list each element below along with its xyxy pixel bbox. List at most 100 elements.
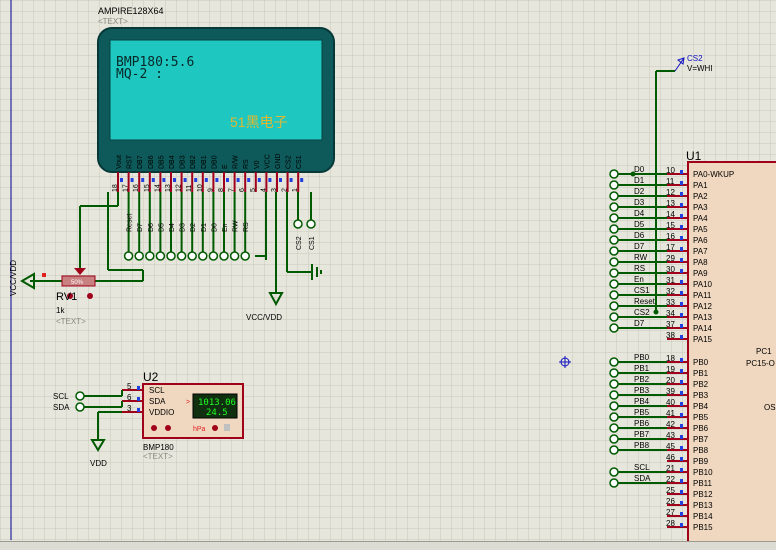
mcu-pin-label: PA0-WKUP xyxy=(693,170,734,179)
net-terminal[interactable] xyxy=(609,467,619,477)
net-terminal[interactable] xyxy=(208,251,219,261)
net-terminal[interactable] xyxy=(609,412,619,422)
pin-marker xyxy=(204,178,208,182)
net-terminal[interactable] xyxy=(609,323,619,333)
vcc-terminal-bottom[interactable]: VCC/VDD xyxy=(246,292,284,322)
net-terminal[interactable] xyxy=(609,257,619,267)
bmp-display xyxy=(192,393,238,419)
lcd-pin-label: DB0 xyxy=(211,155,218,169)
mcu-pin-label: PB1 xyxy=(693,369,709,378)
mcu-pin-label: PB13 xyxy=(693,501,713,510)
net-terminal[interactable] xyxy=(155,251,166,261)
lcd-pin-number: 12 xyxy=(176,184,183,192)
bmp-button-icon[interactable] xyxy=(151,425,157,431)
net-terminal[interactable] xyxy=(609,445,619,455)
pin-marker xyxy=(680,369,683,373)
pin-marker xyxy=(680,335,683,339)
net-terminal[interactable] xyxy=(176,251,187,261)
mcu-net-label: PB8 xyxy=(634,441,650,450)
net-terminal[interactable] xyxy=(609,191,619,201)
net-terminal[interactable] xyxy=(609,478,619,488)
lcd-pin-number: 6 xyxy=(239,188,246,192)
bmp-button-icon[interactable] xyxy=(212,425,218,431)
pin-marker xyxy=(680,490,683,494)
net-terminal[interactable] xyxy=(609,213,619,223)
pin-marker xyxy=(680,170,683,174)
net-terminal[interactable] xyxy=(240,251,250,261)
net-terminal[interactable] xyxy=(609,224,619,234)
net-terminal[interactable] xyxy=(198,251,208,261)
net-terminal[interactable] xyxy=(609,368,619,378)
mcu-pin-label: PB7 xyxy=(693,435,709,444)
mcu-net-label: RW xyxy=(634,253,648,262)
net-terminal[interactable] xyxy=(145,251,155,261)
net-terminal[interactable] xyxy=(609,390,619,400)
pin-marker xyxy=(680,236,683,240)
net-terminal[interactable] xyxy=(609,423,619,433)
net-terminal[interactable] xyxy=(609,312,619,322)
net-terminal[interactable] xyxy=(609,246,619,256)
mcu-pin-number: 40 xyxy=(666,398,675,407)
net-terminal[interactable] xyxy=(609,180,619,190)
net-terminal[interactable] xyxy=(229,251,240,261)
net-terminal[interactable] xyxy=(609,202,619,212)
net-terminal[interactable] xyxy=(609,268,619,278)
vcc-terminal-left[interactable]: VCC/VDD xyxy=(9,260,35,296)
pin-marker xyxy=(268,178,272,182)
net-terminal[interactable] xyxy=(75,402,85,412)
pin-marker xyxy=(680,391,683,395)
bmp-button-icon[interactable] xyxy=(165,425,171,431)
mcu-pin-number: 18 xyxy=(666,354,675,363)
bmp-toggle-icon[interactable] xyxy=(224,424,230,431)
bus-net-label: D5 xyxy=(158,223,165,232)
lcd-pin-label: DB2 xyxy=(190,155,197,169)
net-terminal[interactable] xyxy=(609,290,619,300)
lcd-pin-label: DB7 xyxy=(137,155,144,169)
lcd-pin-label: V0 xyxy=(254,160,261,169)
net-terminal[interactable] xyxy=(609,279,619,289)
pin-marker xyxy=(151,178,155,182)
mcu-pin-number: 41 xyxy=(666,409,675,418)
mcu-net-label: D2 xyxy=(634,187,645,196)
mcu-net-label: En xyxy=(634,275,644,284)
pin-marker xyxy=(680,512,683,516)
probe-name: CS2 xyxy=(687,54,703,63)
net-terminal[interactable] xyxy=(134,251,144,261)
lcd-pin-number: 2 xyxy=(282,188,289,192)
net-terminal[interactable] xyxy=(609,357,619,367)
pot-wiper-icon xyxy=(74,268,86,275)
lcd-pin-number: 9 xyxy=(207,188,214,192)
lcd-vcc-label: VCC/VDD xyxy=(246,313,282,322)
bmp-vdd-label: VDD xyxy=(90,459,107,468)
net-terminal[interactable] xyxy=(219,251,229,261)
net-terminal[interactable] xyxy=(306,219,316,229)
probe-value: V=WHI xyxy=(687,64,713,73)
mcu-pin-label: PA4 xyxy=(693,214,708,223)
bus-net-label: D7 xyxy=(137,223,144,232)
net-terminal[interactable] xyxy=(609,434,619,444)
net-terminal[interactable] xyxy=(609,169,619,179)
cs-net-label: CS1 xyxy=(309,236,316,250)
potentiometer-rv1[interactable]: 50% RV1 1k <TEXT> xyxy=(30,192,144,326)
mcu-pin-label: PA13 xyxy=(693,313,713,322)
mcu-net-label: D4 xyxy=(634,209,645,218)
pin-marker xyxy=(680,457,683,461)
mcu-pin-label: PA14 xyxy=(693,324,713,333)
net-terminal[interactable] xyxy=(609,301,619,311)
net-terminal[interactable] xyxy=(123,251,134,261)
net-terminal[interactable] xyxy=(609,401,619,411)
mcu-pin-label: PA10 xyxy=(693,280,713,289)
net-terminal[interactable] xyxy=(609,235,619,245)
net-terminal[interactable] xyxy=(609,379,619,389)
lcd-module[interactable]: AMPIRE128X64 <TEXT> BMP180:5.6 MQ-2 : 51… xyxy=(97,6,335,192)
pin-marker xyxy=(247,178,251,182)
mcu-pin-number: 19 xyxy=(666,365,675,374)
net-terminal[interactable] xyxy=(293,219,303,229)
net-terminal[interactable] xyxy=(187,251,197,261)
bus-net-label: D4 xyxy=(169,223,176,232)
net-terminal[interactable] xyxy=(75,391,85,401)
voltage-probe[interactable]: CS2 V=WHI xyxy=(655,54,713,312)
net-terminal[interactable] xyxy=(166,251,176,261)
